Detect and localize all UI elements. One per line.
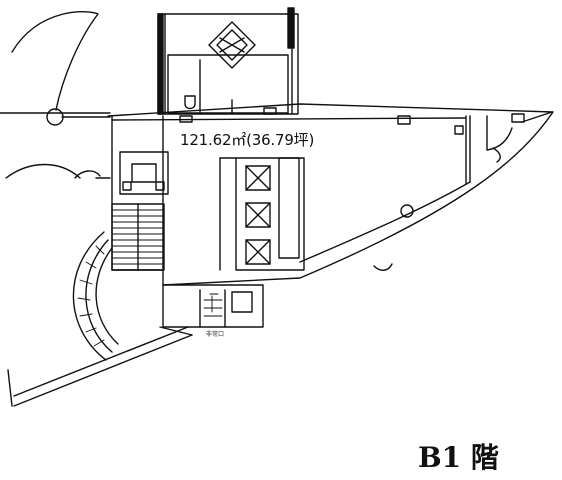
floor-label: B1 階 — [418, 441, 499, 474]
upper-left-door-arc — [11, 11, 99, 111]
core-block — [235, 157, 305, 271]
restroom-block — [119, 151, 169, 195]
elevator-1 — [245, 165, 271, 191]
upper-shaft-inner — [167, 54, 289, 114]
emergency-stair — [162, 284, 264, 328]
column-right — [400, 204, 414, 218]
diamond-core — [208, 21, 256, 69]
diagonal-wall — [13, 326, 193, 407]
area-label: 121.62㎡(36.79坪) — [180, 131, 315, 149]
curved-ramp-outer — [72, 231, 107, 361]
emergency-exit-label: 非常口 — [206, 331, 225, 338]
elevator-2 — [245, 202, 271, 228]
toilet-symbol — [184, 95, 196, 110]
main-room-outline — [107, 103, 554, 286]
elevator-3 — [245, 239, 271, 265]
column-circle — [46, 108, 64, 126]
